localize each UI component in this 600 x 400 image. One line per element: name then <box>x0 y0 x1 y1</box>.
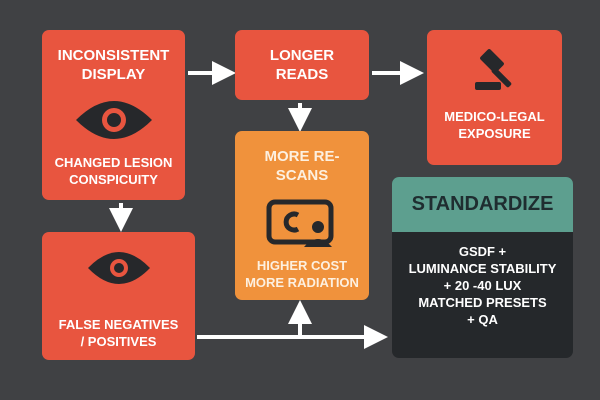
box-title: MORE RE-SCANS <box>264 148 340 184</box>
box-subtitle: CHANGED LESION CONSPICUITY <box>54 155 173 187</box>
standardize-box: STANDARDIZE GSDF + LUMINANCE STABILITY +… <box>392 177 573 358</box>
eye-icon <box>75 101 152 139</box>
eye-icon <box>87 252 150 284</box>
more-rescans-box: MORE RE-SCANS HIGHER COST MORE RADIATION <box>235 131 369 300</box>
box-title: LONGER READS <box>269 47 335 83</box>
box-subtitle: HIGHER COST MORE RADIATION <box>245 258 359 290</box>
box-title: INCONSISTENT DISPLAY <box>57 47 170 83</box>
standardize-line: GSDF + <box>458 244 507 259</box>
gavel-icon <box>474 49 511 90</box>
standardize-line: MATCHED PRESETS <box>418 295 547 310</box>
standardize-line: LUMINANCE STABILITY <box>408 261 557 276</box>
standardize-line: + 20 -40 LUX <box>443 278 522 293</box>
box-title: FALSE NEGATIVES / POSITIVES <box>58 317 179 349</box>
medico-legal-box: MEDICO-LEGAL EXPOSURE <box>427 30 562 165</box>
longer-reads-box: LONGER READS <box>235 30 369 100</box>
box-title: STANDARDIZE <box>392 177 573 232</box>
inconsistent-display-box: INCONSISTENT DISPLAY CHANGED LESION CONS… <box>42 30 185 200</box>
box-title: MEDICO-LEGAL EXPOSURE <box>444 109 545 141</box>
scanner-user-icon <box>266 199 334 247</box>
false-results-box: FALSE NEGATIVES / POSITIVES <box>42 232 195 360</box>
standardize-line: + QA <box>467 312 498 327</box>
